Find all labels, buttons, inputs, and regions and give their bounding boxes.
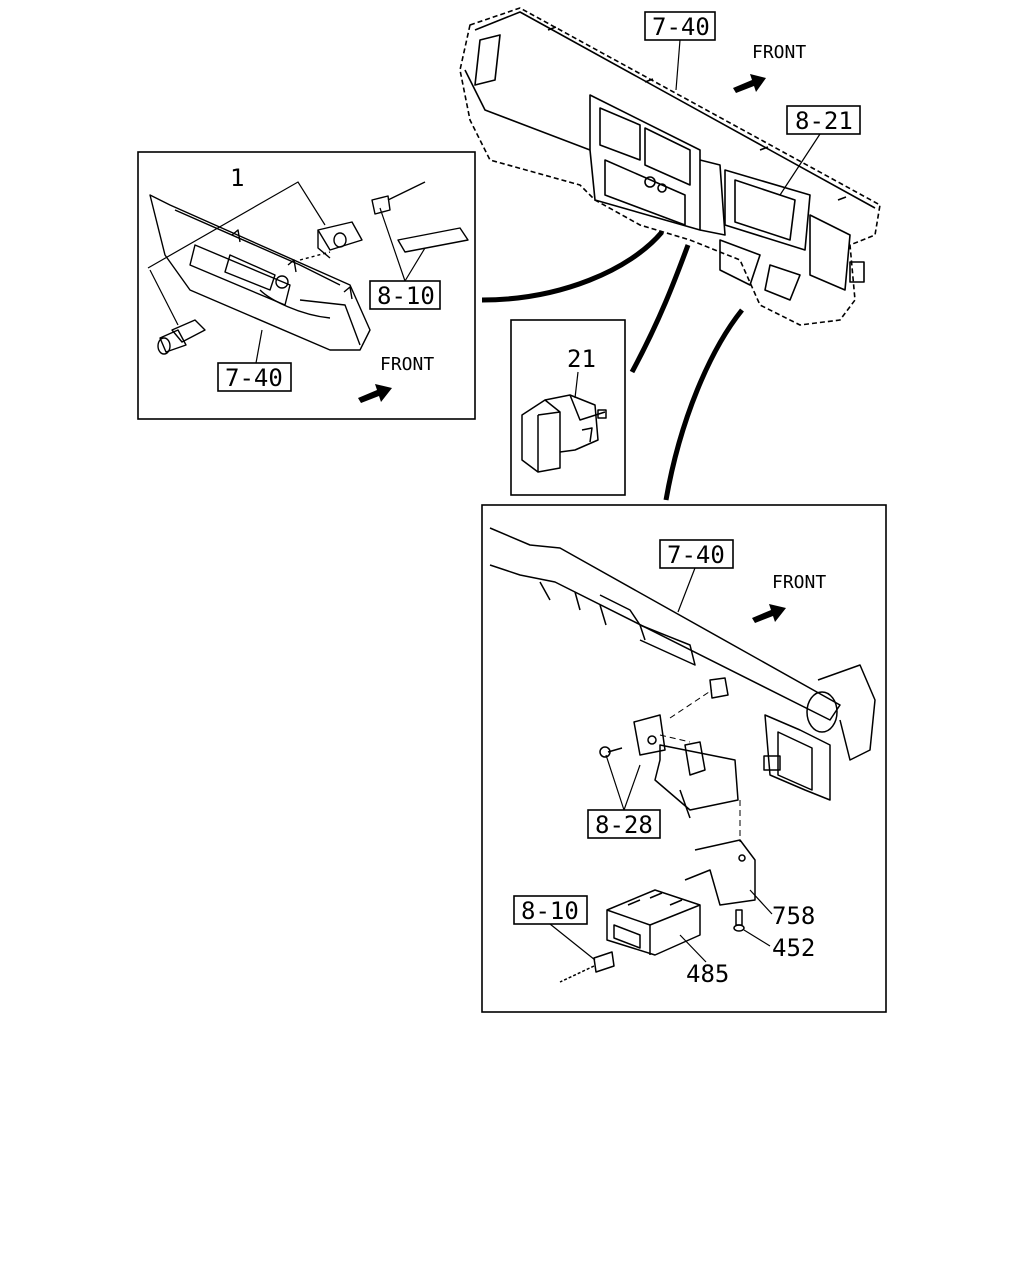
inset-left (137, 151, 476, 420)
leader-top-dash (675, 39, 681, 91)
leader-right-bracket (605, 754, 641, 811)
leader-part1 (147, 181, 326, 326)
ref-box-left-panel (217, 362, 292, 392)
leader-left-connector (379, 207, 426, 282)
part-21-label: 21 (567, 345, 596, 373)
ref-left-connector: 8-10 (377, 282, 435, 310)
part-1-label: 1 (230, 164, 244, 192)
dashed-guides (659, 689, 741, 842)
dashboard-drawing (459, 7, 881, 326)
leader-left-panel (255, 329, 263, 364)
leader-top-meter (779, 133, 821, 196)
leader-758 (749, 889, 773, 915)
leader-right-beam (677, 567, 696, 613)
leader-part21 (574, 371, 579, 399)
front-arrow-left (358, 384, 392, 403)
ref-box-right-connector (513, 895, 588, 925)
ref-right-bracket: 8-28 (595, 811, 653, 839)
leader-curves (481, 230, 744, 501)
switch-panel-drawing (149, 181, 469, 355)
front-label-left: FRONT (380, 354, 434, 375)
leader-452 (743, 929, 771, 947)
ref-top-dash: 7-40 (652, 13, 710, 41)
ref-box-left-connector (369, 280, 441, 310)
ref-box-right-bracket (587, 809, 661, 839)
part-485-label: 485 (686, 960, 729, 988)
front-label-top: FRONT (752, 42, 806, 63)
ref-box-right-beam (659, 539, 734, 569)
front-arrow-top (733, 74, 766, 93)
leader-485 (679, 934, 707, 963)
front-arrow-right (752, 604, 786, 623)
part-452-label: 452 (772, 934, 815, 962)
ref-right-connector: 8-10 (521, 897, 579, 925)
beam-drawing (489, 527, 876, 983)
leader-right-connector (549, 923, 596, 961)
inset-middle (510, 319, 626, 496)
inset-right (481, 504, 887, 1013)
ref-left-panel: 7-40 (225, 364, 283, 392)
part-758-label: 758 (772, 902, 815, 930)
switch-21-drawing (521, 394, 607, 473)
ref-right-beam: 7-40 (667, 541, 725, 569)
front-label-right: FRONT (772, 572, 826, 593)
ref-box-top-dash (644, 11, 716, 41)
ref-top-meter: 8-21 (795, 107, 853, 135)
ref-box-top-meter (786, 105, 861, 135)
